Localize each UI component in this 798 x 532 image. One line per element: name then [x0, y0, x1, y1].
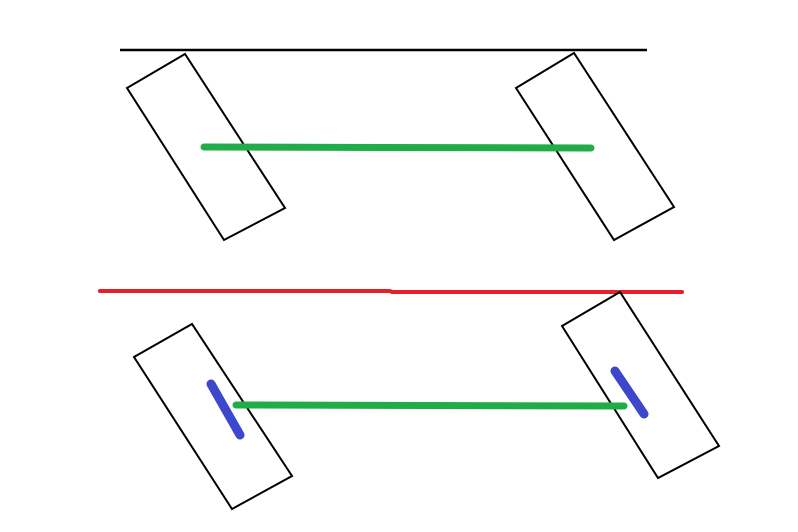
lower-horizontal-bar — [232, 401, 628, 410]
lower-reference-line — [98, 289, 684, 294]
upper-left-block — [125, 52, 287, 242]
lower-left-inner-mark — [206, 379, 245, 440]
lower-right-inner-mark — [610, 366, 649, 419]
lower-assembly — [98, 289, 721, 511]
upper-right-block — [514, 51, 676, 242]
lower-left-block — [132, 322, 294, 511]
lower-right-block — [560, 290, 721, 480]
upper-horizontal-bar — [200, 143, 595, 152]
upper-assembly — [120, 48, 676, 242]
